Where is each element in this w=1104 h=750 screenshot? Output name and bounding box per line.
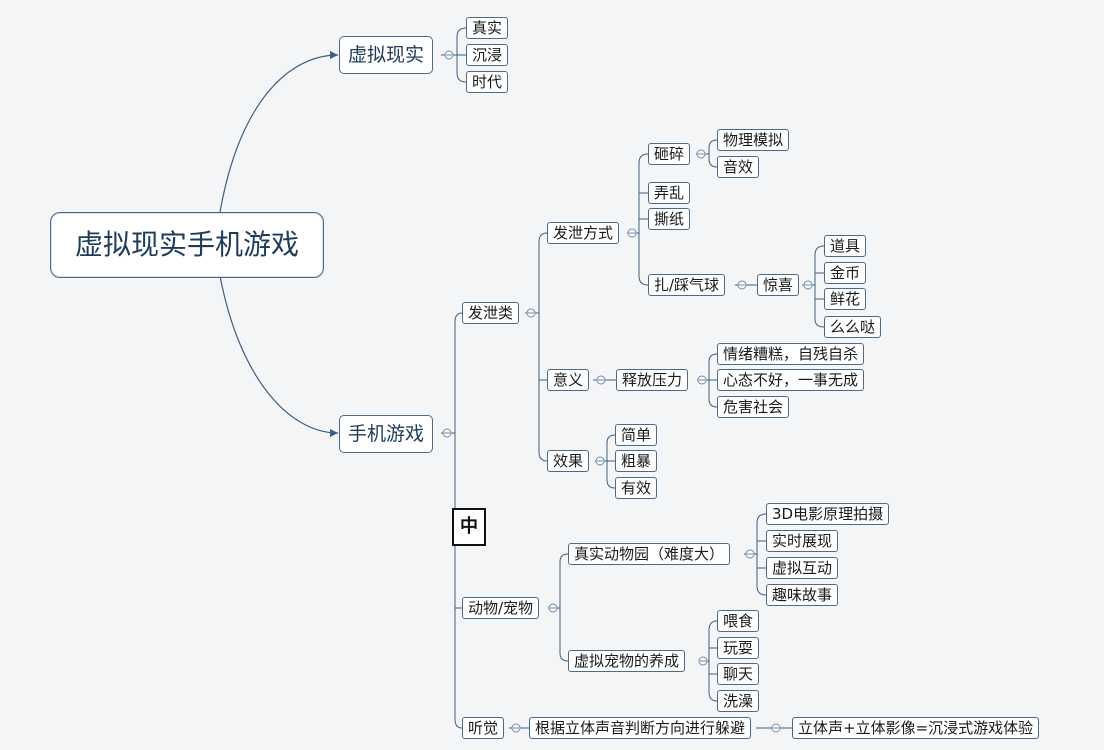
topic-feed[interactable]: 喂食 xyxy=(717,610,760,632)
topic-fun-story[interactable]: 趣味故事 xyxy=(766,584,839,606)
topic-immersive-experience[interactable]: 立体声+立体影像=沉浸式游戏体验 xyxy=(792,717,1040,739)
topic-bad-mood[interactable]: 情绪糟糕，自残自杀 xyxy=(717,343,865,365)
topic-animals-pets[interactable]: 动物/宠物 xyxy=(462,597,540,619)
topic-bad-mindset[interactable]: 心态不好，一事无成 xyxy=(717,369,865,391)
topic-play[interactable]: 玩耍 xyxy=(717,637,760,659)
topic-tear-paper[interactable]: 撕纸 xyxy=(648,208,691,230)
topic-coins[interactable]: 金币 xyxy=(824,262,867,284)
topic-stereo-dodge[interactable]: 根据立体声音判断方向进行躲避 xyxy=(529,717,752,739)
topic-venting[interactable]: 发泄类 xyxy=(462,302,520,324)
collapse-indicators xyxy=(442,50,813,733)
topic-realtime-display[interactable]: 实时展现 xyxy=(766,530,839,552)
topic-real-zoo[interactable]: 真实动物园（难度大） xyxy=(568,543,731,565)
topic-surprise[interactable]: 惊喜 xyxy=(757,274,800,296)
topic-real[interactable]: 真实 xyxy=(466,17,509,39)
topic-era[interactable]: 时代 xyxy=(466,71,509,93)
topic-meaning[interactable]: 意义 xyxy=(547,369,590,391)
topic-venting-method[interactable]: 发泄方式 xyxy=(547,222,620,244)
topic-3d-filming[interactable]: 3D电影原理拍摄 xyxy=(766,503,890,525)
topic-kisses[interactable]: 么么哒 xyxy=(824,316,882,338)
topic-smash[interactable]: 砸碎 xyxy=(648,143,691,165)
root-topic[interactable]: 虚拟现实手机游戏 xyxy=(50,212,325,278)
topic-rough[interactable]: 粗暴 xyxy=(615,450,658,472)
topic-physics-sim[interactable]: 物理模拟 xyxy=(717,129,790,151)
topic-harm-society[interactable]: 危害社会 xyxy=(717,396,790,418)
topic-virtual-reality[interactable]: 虚拟现实 xyxy=(339,36,434,74)
topic-simple[interactable]: 简单 xyxy=(615,424,658,446)
topic-relieve-stress[interactable]: 释放压力 xyxy=(616,369,689,391)
topic-bath[interactable]: 洗澡 xyxy=(717,690,760,712)
marker-middle: 中 xyxy=(452,508,486,546)
topic-flowers[interactable]: 鲜花 xyxy=(824,288,867,310)
topic-effective[interactable]: 有效 xyxy=(615,477,658,499)
topic-immersive[interactable]: 沉浸 xyxy=(466,44,509,66)
topic-virtual-interaction[interactable]: 虚拟互动 xyxy=(766,557,839,579)
topic-chat[interactable]: 聊天 xyxy=(717,663,760,685)
topic-effect[interactable]: 效果 xyxy=(547,450,590,472)
topic-hearing[interactable]: 听觉 xyxy=(462,717,505,739)
topic-virtual-pet[interactable]: 虚拟宠物的养成 xyxy=(568,650,686,672)
topic-pop-balloon[interactable]: 扎/踩气球 xyxy=(648,274,726,296)
topic-mobile-game[interactable]: 手机游戏 xyxy=(339,415,434,453)
topic-sound-effect[interactable]: 音效 xyxy=(717,156,760,178)
topic-mess-up[interactable]: 弄乱 xyxy=(648,182,691,204)
topic-props[interactable]: 道具 xyxy=(824,235,867,257)
